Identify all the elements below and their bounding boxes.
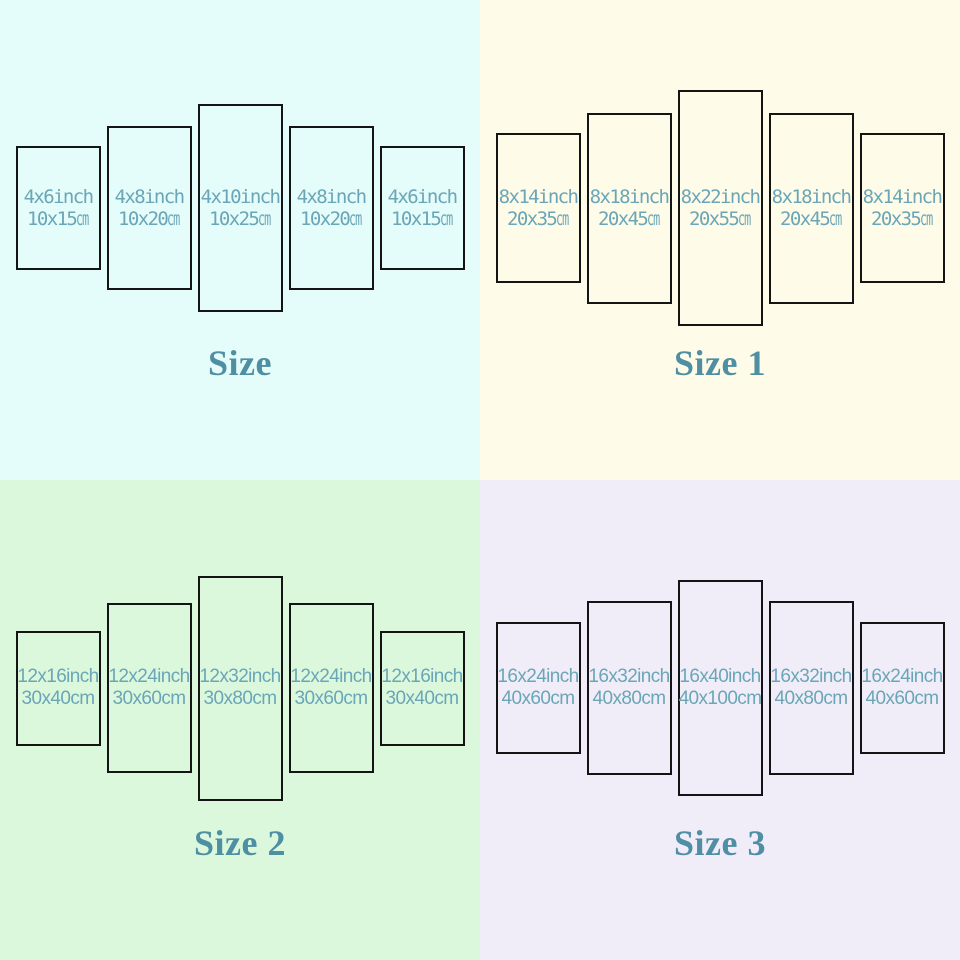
quadrant-title: Size 3 xyxy=(674,823,766,863)
cm-unit: cm xyxy=(167,208,180,230)
panel-inch-label: 16x32inch xyxy=(770,666,852,687)
panel-cm-label: 30x60cm xyxy=(112,688,187,709)
panel-cm-label: 10x20cm xyxy=(300,208,362,230)
panel-cm-label: 20x35cm xyxy=(871,208,933,230)
panel-inch-label: 16x32inch xyxy=(588,666,670,687)
panel-cm-label: 10x20cm xyxy=(118,208,180,230)
panel-cm-label: 10x15cm xyxy=(27,208,89,230)
panel-cm-label: 30x80cm xyxy=(203,688,278,709)
panel-cm-label: 40x60cm xyxy=(865,688,940,709)
panel-inch-label: 4x8inch xyxy=(296,186,367,208)
panel-cm-label: 40x80cm xyxy=(592,688,667,709)
quadrant-title: Size 2 xyxy=(194,823,286,863)
panel-cm-label: 30x40cm xyxy=(385,688,460,709)
panel-cm-label: 20x35cm xyxy=(507,208,569,230)
panel-inch-label: 4x6inch xyxy=(387,186,458,208)
panel-inch-label: 8x18inch xyxy=(589,186,670,208)
panel-cm-label: 20x45cm xyxy=(598,208,660,230)
cm-unit: cm xyxy=(738,208,751,230)
panel-cm-label: 30x40cm xyxy=(21,688,96,709)
panel-inch-label: 16x24inch xyxy=(861,666,943,687)
panel-inch-label: 8x14inch xyxy=(862,186,943,208)
panel-inch-label: 12x32inch xyxy=(199,666,281,687)
panel-inch-label: 8x14inch xyxy=(498,186,579,208)
cm-unit: cm xyxy=(76,208,89,230)
panel-inch-label: 4x6inch xyxy=(23,186,94,208)
cm-unit: cm xyxy=(440,208,453,230)
panel-inch-label: 4x8inch xyxy=(114,186,185,208)
panel-inch-label: 16x24inch xyxy=(497,666,579,687)
panel-cm-label: 40x100cm xyxy=(678,688,762,709)
panel-inch-label: 12x16inch xyxy=(381,666,463,687)
panel-cm-label: 20x45cm xyxy=(780,208,842,230)
panel-cm-label: 40x80cm xyxy=(774,688,849,709)
quadrant-title: Size 1 xyxy=(674,343,766,383)
cm-unit: cm xyxy=(920,208,933,230)
panel-cm-label: 20x55cm xyxy=(689,208,751,230)
cm-unit: cm xyxy=(349,208,362,230)
cm-unit: cm xyxy=(258,208,271,230)
cm-unit: cm xyxy=(556,208,569,230)
panel-inch-label: 8x18inch xyxy=(771,186,852,208)
cm-unit: cm xyxy=(647,208,660,230)
panel-cm-label: 40x60cm xyxy=(501,688,576,709)
panel-inch-label: 12x24inch xyxy=(108,666,190,687)
panel-inch-label: 12x24inch xyxy=(290,666,372,687)
cm-unit: cm xyxy=(829,208,842,230)
panel-cm-label: 10x25cm xyxy=(209,208,271,230)
panel-inch-label: 16x40inch xyxy=(679,666,761,687)
panel-cm-label: 10x15cm xyxy=(391,208,453,230)
quadrant-title: Size xyxy=(208,343,272,383)
panel-inch-label: 8x22inch xyxy=(680,186,761,208)
panel-cm-label: 30x60cm xyxy=(294,688,369,709)
panel-inch-label: 12x16inch xyxy=(17,666,99,687)
panel-inch-label: 4x10inch xyxy=(200,186,281,208)
